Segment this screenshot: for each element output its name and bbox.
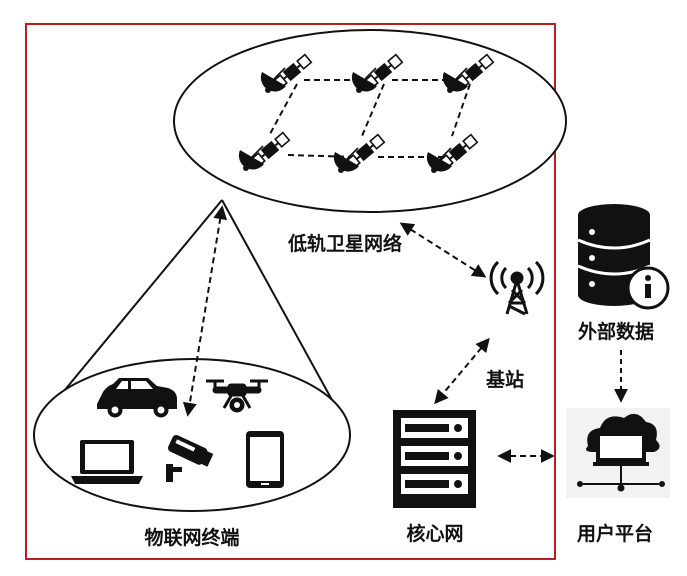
link-satellite-base [399, 222, 487, 278]
car-icon [97, 378, 177, 418]
coverage-cone-right [221, 199, 344, 421]
link-satellite-iot [182, 205, 228, 417]
label-external-data: 外部数据 [578, 320, 654, 343]
label-user-platform: 用户平台 [577, 522, 653, 545]
database-info-icon [577, 204, 670, 310]
laptop-icon [71, 440, 143, 484]
iot-terminal-ellipse [33, 358, 351, 512]
link-base-core [434, 337, 490, 405]
server-icon [393, 410, 476, 508]
label-iot-terminal: 物联网终端 [144, 526, 239, 549]
security-camera-icon [166, 434, 214, 482]
satellite-links [269, 79, 471, 158]
tablet-icon [246, 431, 284, 488]
cloud-computer-icon [566, 408, 670, 498]
label-leo-network: 低轨卫星网络 [287, 232, 402, 255]
leo-network-ellipse [173, 29, 567, 213]
label-base-station: 基站 [485, 368, 524, 391]
radio-tower-icon [489, 260, 545, 316]
label-core-network: 核心网 [406, 522, 463, 545]
iot-system-frame [25, 23, 556, 560]
